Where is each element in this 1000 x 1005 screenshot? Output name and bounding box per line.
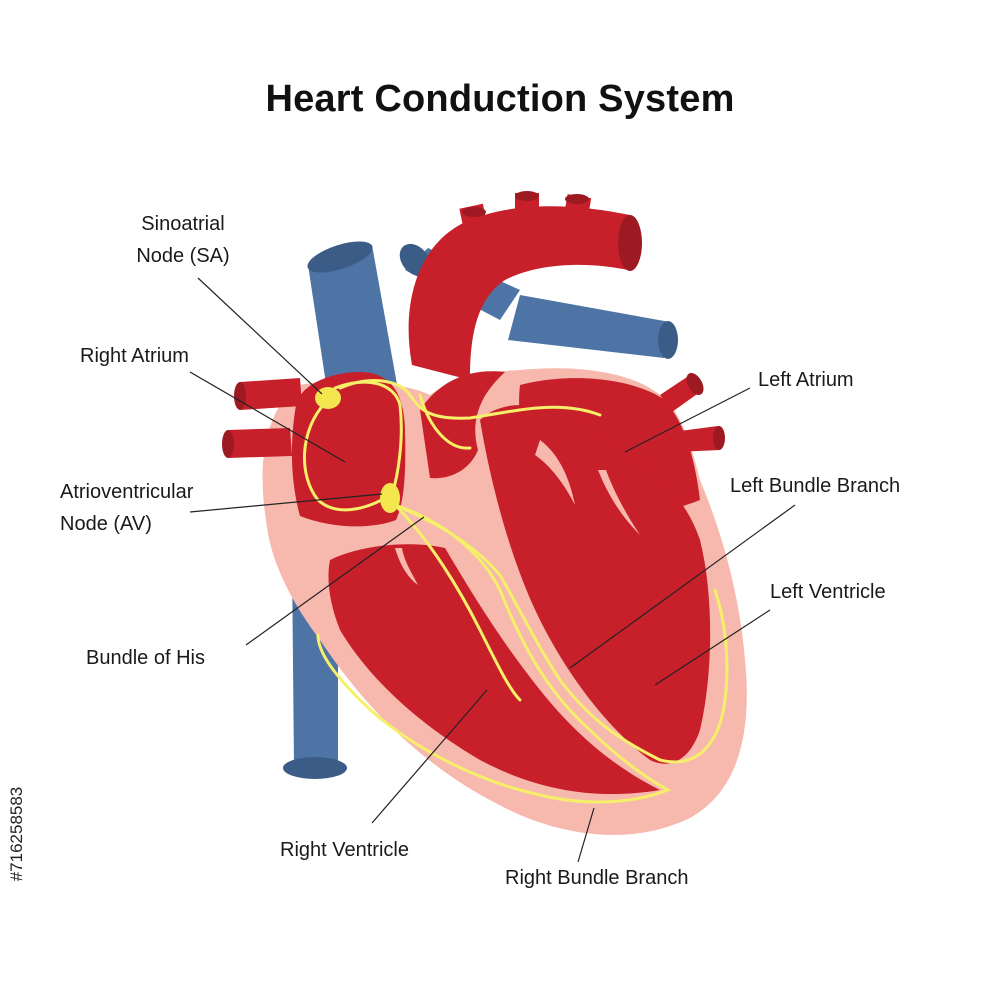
- aorta: [408, 191, 642, 380]
- label-left-atrium: Left Atrium: [758, 369, 854, 391]
- stock-id-text: #716258583: [7, 786, 26, 882]
- label-right-bundle-branch: Right Bundle Branch: [505, 867, 689, 889]
- label-av-node: Atrioventricular Node (AV): [60, 476, 193, 540]
- label-right-atrium: Right Atrium: [80, 345, 189, 367]
- label-right-ventricle: Right Ventricle: [280, 839, 409, 861]
- label-sa-node: Sinoatrial Node (SA): [128, 208, 238, 272]
- label-av-node-line2: Node (AV): [60, 513, 152, 535]
- stock-id-vertical: #716258583: [6, 760, 26, 910]
- diagram-title: Heart Conduction System: [265, 78, 735, 120]
- label-sa-node-line2: Node (SA): [136, 245, 230, 267]
- label-bundle-of-his: Bundle of His: [86, 647, 205, 669]
- label-av-node-line1: Atrioventricular: [60, 481, 194, 503]
- papillary-muscles: [395, 440, 640, 585]
- left-ventricle-chamber: [480, 405, 711, 764]
- label-sa-node-line1: Sinoatrial: [141, 213, 225, 235]
- label-left-ventricle: Left Ventricle: [770, 581, 886, 603]
- leader-lines: [189, 277, 796, 863]
- av-node: [380, 483, 400, 513]
- right-vessel-stubs: [222, 378, 302, 458]
- conduction-pathways: [302, 379, 729, 804]
- label-left-bundle-branch: Left Bundle Branch: [730, 475, 901, 497]
- sa-node: [315, 387, 341, 409]
- interatrial-region: [420, 371, 505, 479]
- conduction-nodes: [315, 387, 400, 513]
- right-ventricle-chamber: [328, 544, 660, 795]
